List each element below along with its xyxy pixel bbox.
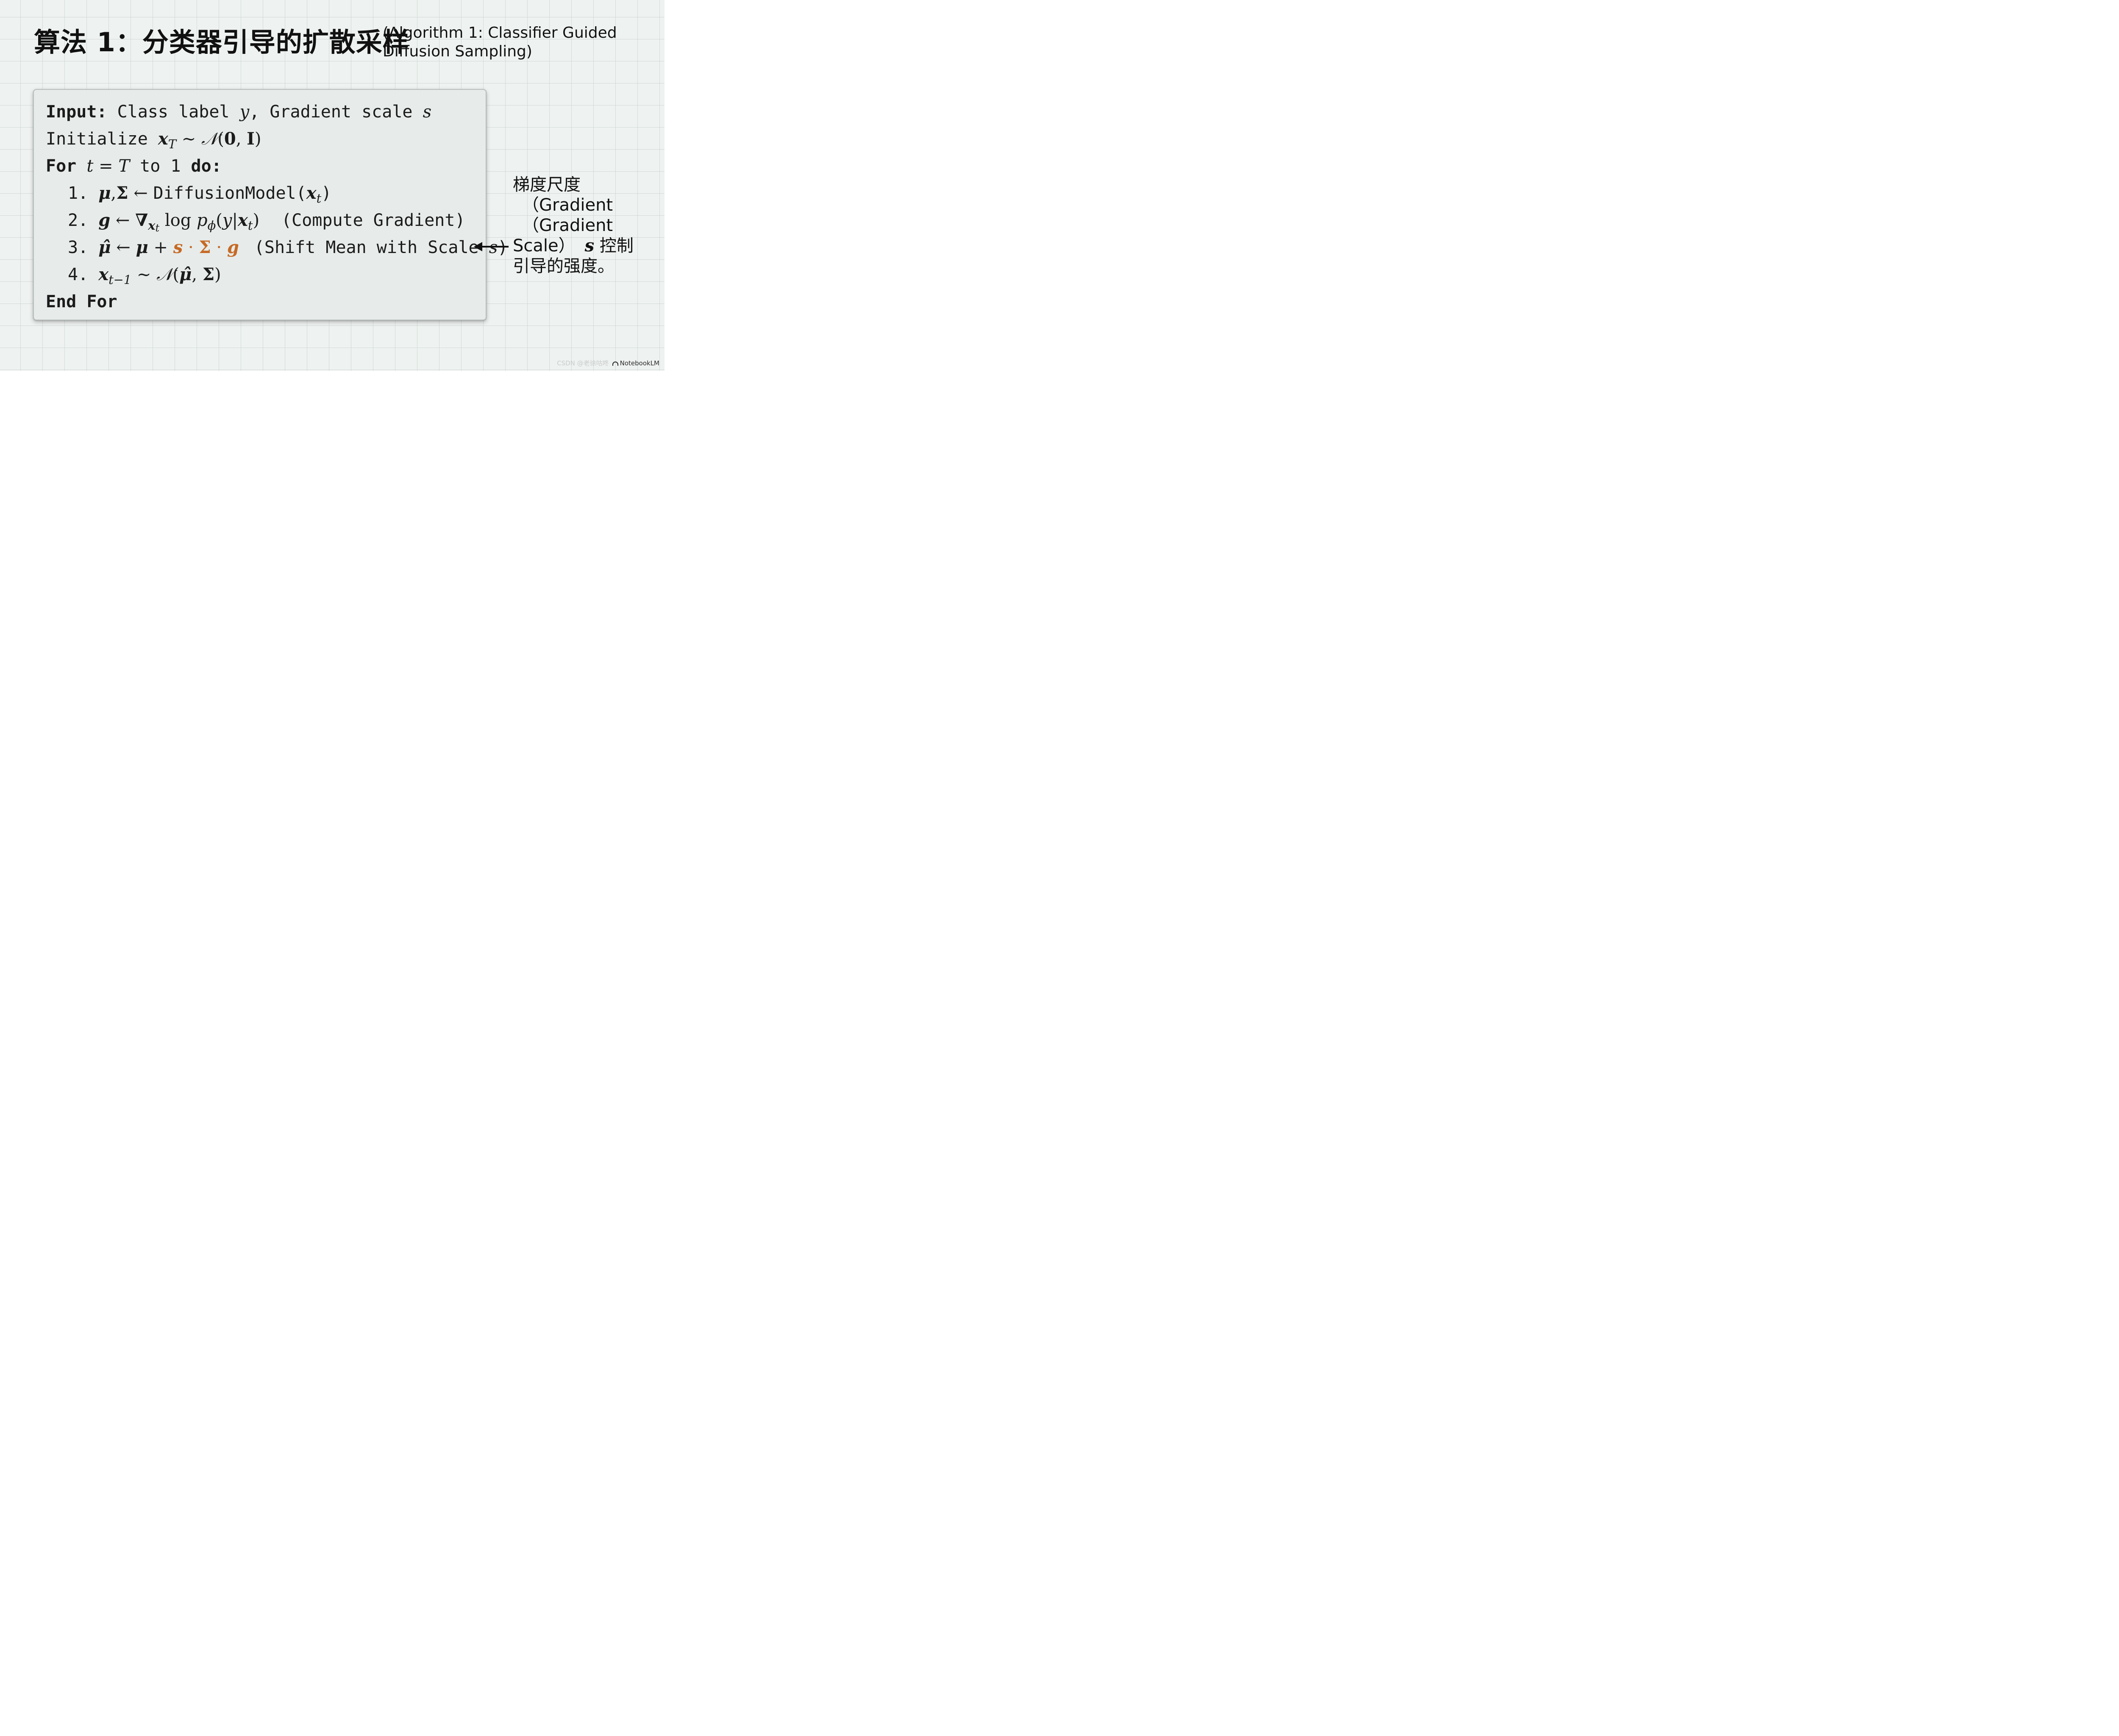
- sub-t: t: [316, 191, 322, 206]
- var-x: x: [158, 129, 168, 149]
- mu-hat: μ̂: [179, 264, 192, 284]
- paren-close: ): [321, 184, 332, 203]
- log: log: [159, 211, 197, 230]
- y: y: [222, 211, 232, 230]
- paren-open: (: [217, 129, 224, 149]
- comma: ,: [111, 184, 117, 203]
- normal-symbol: 𝒩: [201, 129, 218, 149]
- algo-step-4: 4. xt−1 ~ 𝒩(μ̂, Σ): [68, 261, 221, 288]
- side-note-var-s: s: [584, 236, 595, 256]
- title-english: (Algorithm 1: Classifier Guided Diffusio…: [383, 24, 617, 60]
- g: g: [98, 210, 111, 230]
- nabla-sub-t: t: [155, 222, 160, 234]
- g-highlight: g: [227, 237, 239, 257]
- var-T: T: [118, 156, 130, 176]
- algo-step-3: 3. μ̂ ← μ + s · Σ · g (Shift Mean with Sc…: [68, 234, 508, 261]
- zero-vector: 0: [224, 129, 236, 149]
- sigma-highlight: Σ: [199, 237, 211, 257]
- left-arrow-icon: [474, 242, 509, 251]
- paren-close: ): [254, 129, 261, 149]
- notebooklm-brand: NotebookLM: [620, 359, 659, 367]
- var-x: x: [306, 183, 317, 203]
- var-y: y: [239, 102, 250, 122]
- algo-step-1: 1. μ,Σ ← DiffusionModel(xt): [68, 180, 331, 207]
- step-2-comment: (Compute Gradient): [281, 211, 465, 230]
- mu: μ: [98, 183, 111, 203]
- var-x: x: [98, 264, 109, 284]
- watermark: CSDN @老徐咕咚 NotebookLM: [557, 359, 659, 367]
- comma: ,: [236, 129, 247, 149]
- paren-close: ): [253, 211, 260, 230]
- sub-T: T: [168, 137, 176, 152]
- side-note-line: （Gradient: [522, 216, 613, 235]
- equals: =: [93, 156, 119, 176]
- paren-open: (: [172, 265, 180, 284]
- algo-step-2: 2. g ← ∇xt log pϕ(y|xt)(Compute Gradient…: [68, 207, 465, 234]
- normal-symbol: 𝒩: [156, 265, 173, 284]
- title-chinese: 算法 1：分类器引导的扩散采样: [34, 27, 409, 58]
- plus: +: [148, 238, 173, 257]
- input-text-2: , Gradient scale: [249, 102, 423, 122]
- sub-t: t: [247, 218, 253, 233]
- side-note-line: （Gradient: [522, 195, 613, 215]
- nabla: ∇: [135, 210, 148, 230]
- step-number: 4.: [68, 265, 99, 284]
- input-text-1: Class label: [107, 102, 240, 122]
- tilde: ~: [131, 265, 157, 284]
- mu: μ: [136, 237, 148, 257]
- algorithm-box: Input: Class label y, Gradient scale s I…: [33, 89, 508, 320]
- sigma: Σ: [202, 264, 215, 284]
- csdn-watermark: CSDN @老徐咕咚: [557, 359, 609, 367]
- do-keyword: do:: [191, 156, 222, 176]
- sub-t-minus-1: t−1: [108, 273, 132, 287]
- s-highlight: s: [173, 237, 183, 257]
- initialize-keyword: Initialize: [46, 129, 158, 149]
- left-arrow: ←: [128, 184, 153, 203]
- mu-hat: μ̂: [98, 237, 111, 257]
- step-3-comment: (Shift Mean with Scale s): [254, 238, 508, 257]
- tilde: ~: [176, 129, 201, 149]
- side-note-control: 控制: [594, 236, 634, 256]
- side-note-line: 引导的强度。: [513, 256, 615, 276]
- side-note-line: Scale） s 控制: [513, 236, 657, 256]
- left-arrow: ←: [111, 238, 136, 257]
- sigma: Σ: [116, 183, 128, 203]
- p-sub-phi: ϕ: [207, 218, 216, 233]
- step-number: 2.: [68, 211, 99, 230]
- side-note-line: 梯度尺度: [513, 175, 581, 195]
- notebooklm-logo-icon: [612, 362, 618, 366]
- side-note-scale: Scale）: [513, 236, 576, 256]
- var-x: x: [238, 210, 248, 230]
- p: p: [197, 211, 208, 230]
- slide: { "title": { "cn": "算法 1：分类器引导的扩散采样", "e…: [0, 0, 665, 371]
- paren-close: ): [214, 265, 221, 284]
- identity-matrix: I: [247, 129, 255, 149]
- algo-line-for: For t = T to 1 do:: [46, 153, 222, 180]
- dot-highlight: ·: [183, 238, 199, 257]
- for-keyword: For: [46, 156, 87, 176]
- paren-open: (: [216, 211, 222, 230]
- comma: ,: [192, 265, 203, 284]
- var-t: t: [86, 156, 94, 176]
- dot-highlight: ·: [211, 238, 227, 257]
- step-number: 1.: [68, 184, 99, 203]
- input-keyword: Input:: [46, 102, 107, 122]
- nabla-sub-x: x: [148, 218, 156, 233]
- algo-line-initialize: Initialize xT ~ 𝒩(0, I): [46, 125, 261, 153]
- diffusion-model-fn: DiffusionModel(: [153, 184, 306, 203]
- side-annotation: 梯度尺度 （Gradient （Gradient Scale） s 控制 引导的强…: [513, 175, 657, 276]
- step-number: 3.: [68, 238, 99, 257]
- left-arrow: ←: [110, 211, 136, 230]
- bar: |: [232, 211, 238, 230]
- algo-line-input: Input: Class label y, Gradient scale s: [46, 98, 431, 125]
- algo-line-end-for: End For: [46, 292, 117, 312]
- var-s: s: [423, 102, 432, 122]
- comment-text: (Shift Mean with Scale: [254, 238, 489, 257]
- to-keyword: to 1: [130, 156, 191, 176]
